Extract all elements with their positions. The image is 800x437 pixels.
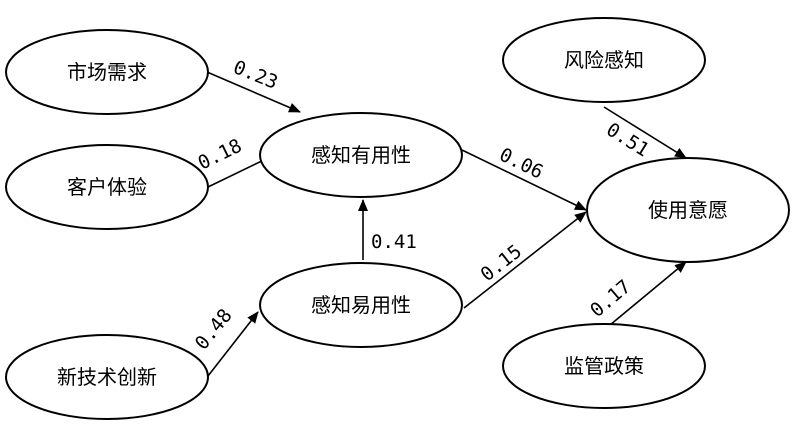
node-tech-innovation: 新技术创新: [5, 334, 209, 420]
node-label-market-demand: 市场需求: [67, 60, 147, 84]
coef-customer-to-useful: 0.18: [195, 135, 246, 175]
node-label-tech-innovation: 新技术创新: [57, 365, 157, 389]
edge-risk-to-intention: [603, 106, 687, 159]
coef-policy-to-intention: 0.17: [586, 276, 635, 322]
node-regulatory-policy: 监管政策: [502, 323, 706, 409]
coef-ease-to-useful: 0.41: [371, 231, 417, 253]
edge-useful-to-intention: [461, 149, 587, 211]
edge-market-to-useful: [206, 71, 301, 113]
node-label-regulatory-policy: 监管政策: [564, 354, 644, 378]
node-label-customer-experience: 客户体验: [67, 175, 147, 199]
node-label-usage-intention: 使用意愿: [648, 198, 728, 222]
node-market-demand: 市场需求: [5, 29, 209, 115]
edge-policy-to-intention: [609, 261, 687, 326]
coef-innovation-to-ease: 0.48: [191, 305, 237, 354]
node-customer-experience: 客户体验: [5, 144, 209, 230]
coef-risk-to-intention: 0.51: [602, 119, 652, 162]
node-label-perceived-usefulness: 感知有用性: [311, 143, 411, 167]
node-label-perceived-ease: 感知易用性: [311, 293, 411, 317]
node-risk-perception: 风险感知: [502, 17, 706, 103]
node-label-risk-perception: 风险感知: [564, 48, 644, 72]
edge-ease-to-intention: [463, 211, 587, 309]
edge-innovation-to-ease: [207, 311, 259, 377]
coef-useful-to-intention: 0.06: [496, 144, 547, 184]
coef-market-to-useful: 0.23: [230, 56, 281, 94]
edges: [206, 71, 687, 377]
node-perceived-usefulness: 感知有用性: [259, 112, 463, 198]
node-perceived-ease: 感知易用性: [259, 262, 463, 348]
node-usage-intention: 使用意愿: [586, 157, 790, 263]
